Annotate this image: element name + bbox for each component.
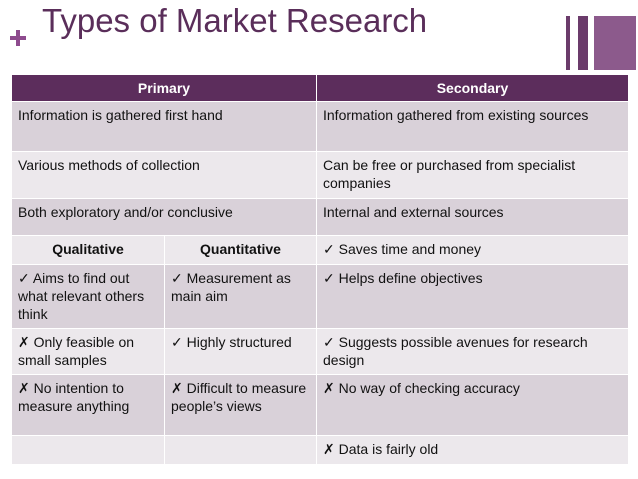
quantitative-cell [164, 435, 317, 465]
secondary-cell: ✓ Saves time and money [316, 235, 629, 265]
table-row: Various methods of collection Can be fre… [11, 151, 629, 199]
decorative-bar-wide [594, 16, 636, 70]
primary-cell: Various methods of collection [11, 151, 317, 199]
table-row: ✓ Aims to find out what relevant others … [11, 264, 629, 329]
table-row: Both exploratory and/or conclusive Inter… [11, 198, 629, 236]
qualitative-cell [11, 435, 165, 465]
quantitative-cell: ✓ Measurement as main aim [164, 264, 317, 329]
quantitative-cell: ✗ Difficult to measure people’s views [164, 374, 317, 436]
primary-header: Primary [11, 74, 317, 102]
table-subheader-row: Qualitative Quantitative ✓ Saves time an… [11, 235, 629, 265]
table-header-row: Primary Secondary [11, 74, 629, 102]
qualitative-cell: ✗ No intention to measure anything [11, 374, 165, 436]
decorative-bar-thin [566, 16, 570, 70]
primary-cell: Information is gathered first hand [11, 101, 317, 152]
secondary-cell: ✗ No way of checking accuracy [316, 374, 629, 436]
qualitative-cell: ✓ Aims to find out what relevant others … [11, 264, 165, 329]
qualitative-cell: ✗ Only feasible on small samples [11, 328, 165, 375]
quantitative-cell: ✓ Highly structured [164, 328, 317, 375]
secondary-header: Secondary [316, 74, 629, 102]
qualitative-header: Qualitative [11, 235, 165, 265]
table-row: ✗ No intention to measure anything ✗ Dif… [11, 374, 629, 436]
secondary-cell: ✗ Data is fairly old [316, 435, 629, 465]
decorative-bar-medium [578, 16, 588, 70]
table-row: Information is gathered first hand Infor… [11, 101, 629, 152]
secondary-cell: Information gathered from existing sourc… [316, 101, 629, 152]
table-row: ✗ Only feasible on small samples ✓ Highl… [11, 328, 629, 375]
quantitative-header: Quantitative [164, 235, 317, 265]
market-research-table: Primary Secondary Information is gathere… [11, 74, 629, 465]
primary-cell: Both exploratory and/or conclusive [11, 198, 317, 236]
slide-title: Types of Market Research [42, 2, 428, 39]
plus-icon [10, 30, 26, 46]
secondary-cell: ✓ Suggests possible avenues for research… [316, 328, 629, 375]
secondary-cell: Can be free or purchased from specialist… [316, 151, 629, 199]
table-row: ✗ Data is fairly old [11, 435, 629, 465]
secondary-cell: Internal and external sources [316, 198, 629, 236]
secondary-cell: ✓ Helps define objectives [316, 264, 629, 329]
